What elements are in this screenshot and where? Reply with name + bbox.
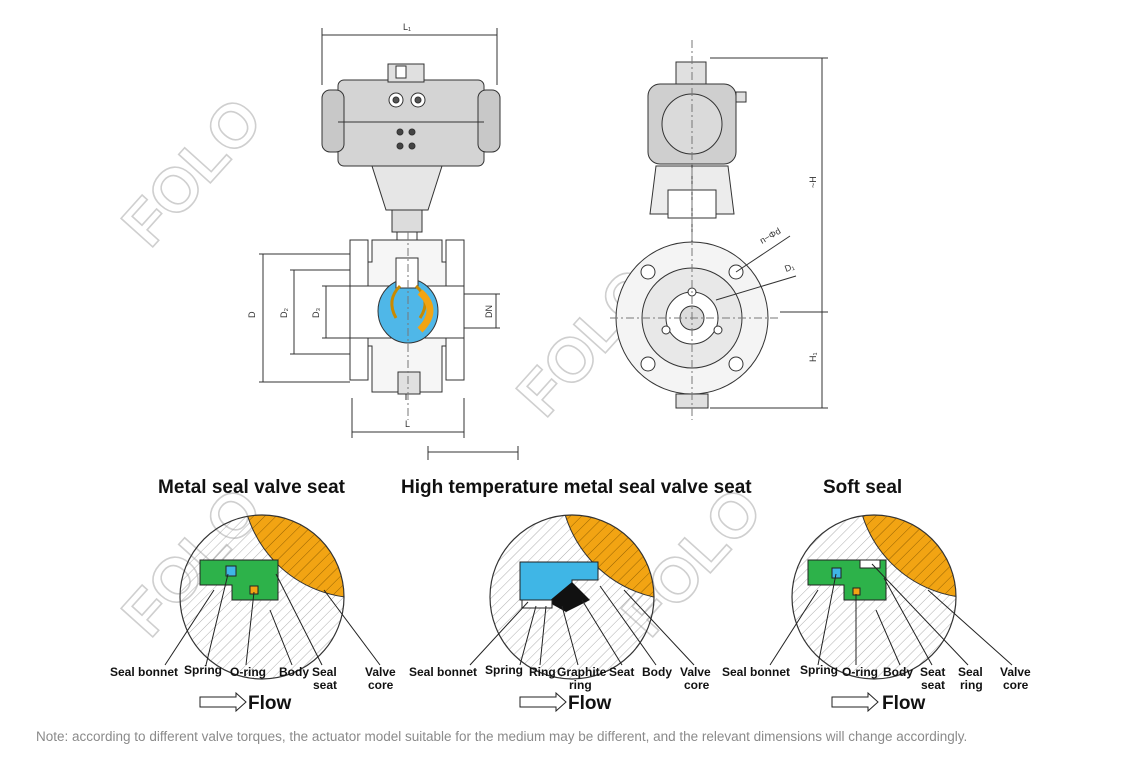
- label-graphite-2a: Graphite: [557, 665, 607, 679]
- front-view: [259, 28, 519, 460]
- section-2-title: High temperature metal seal valve seat: [401, 477, 752, 498]
- label-seal-bonnet-2: Seal bonnet: [409, 665, 477, 679]
- label-valve-1b: core: [368, 678, 394, 692]
- dim-d1: D₁: [783, 261, 795, 274]
- label-valve-3a: Valve: [1000, 665, 1031, 679]
- label-seal-ring-3b: ring: [960, 678, 983, 692]
- flow-label-2: Flow: [568, 693, 611, 714]
- high-temp-seal-detail: [469, 514, 695, 680]
- label-seat-3a: Seat: [920, 665, 945, 679]
- label-body-3: Body: [883, 665, 913, 679]
- dim-l1: L₁: [403, 22, 411, 32]
- label-ring-2: Ring: [529, 665, 556, 679]
- dim-d3: D₃: [311, 308, 321, 318]
- section-1-title: Metal seal valve seat: [158, 477, 346, 498]
- label-seat-3b: seat: [921, 678, 945, 692]
- label-valve-2b: core: [684, 678, 710, 692]
- label-seal-bonnet-3: Seal bonnet: [722, 665, 790, 679]
- label-body-1: Body: [279, 665, 309, 679]
- dim-h1: H₁: [808, 352, 818, 362]
- flow-arrow-icon-2: [519, 691, 567, 713]
- label-oring-3: O-ring: [842, 665, 878, 679]
- label-body-2: Body: [642, 665, 672, 679]
- flow-arrow-icon-3: [831, 691, 879, 713]
- dim-dn: DN: [484, 305, 494, 318]
- flow-arrow-icon-1: [199, 691, 247, 713]
- metal-seal-detail: [164, 514, 381, 680]
- dim-d2: D₂: [279, 308, 289, 318]
- label-seal-1b: seat: [313, 678, 337, 692]
- label-seal-bonnet-1: Seal bonnet: [110, 665, 178, 679]
- side-view: [610, 40, 828, 420]
- flow-label-1: Flow: [248, 693, 291, 714]
- label-spring-1: Spring: [184, 663, 222, 677]
- label-valve-1a: Valve: [365, 665, 396, 679]
- footnote: Note: according to different valve torqu…: [36, 729, 968, 744]
- label-valve-3b: core: [1003, 678, 1029, 692]
- label-valve-2a: Valve: [680, 665, 711, 679]
- soft-seal-detail: [769, 514, 1013, 680]
- label-seal-ring-3a: Seal: [958, 665, 983, 679]
- label-spring-2: Spring: [485, 663, 523, 677]
- label-seat-2: Seat: [609, 665, 634, 679]
- section-3-title: Soft seal: [823, 477, 902, 498]
- dim-nd: n−Φd: [758, 226, 782, 246]
- label-seal-1a: Seal: [312, 665, 337, 679]
- label-oring-1: O-ring: [230, 665, 266, 679]
- watermark-1: FOLO: [109, 85, 276, 259]
- dim-d: D: [247, 311, 257, 318]
- dim-h: ~H: [808, 176, 818, 188]
- label-spring-3: Spring: [800, 663, 838, 677]
- label-graphite-2b: ring: [569, 678, 592, 692]
- flow-label-3: Flow: [882, 693, 925, 714]
- dim-l: L: [405, 419, 410, 429]
